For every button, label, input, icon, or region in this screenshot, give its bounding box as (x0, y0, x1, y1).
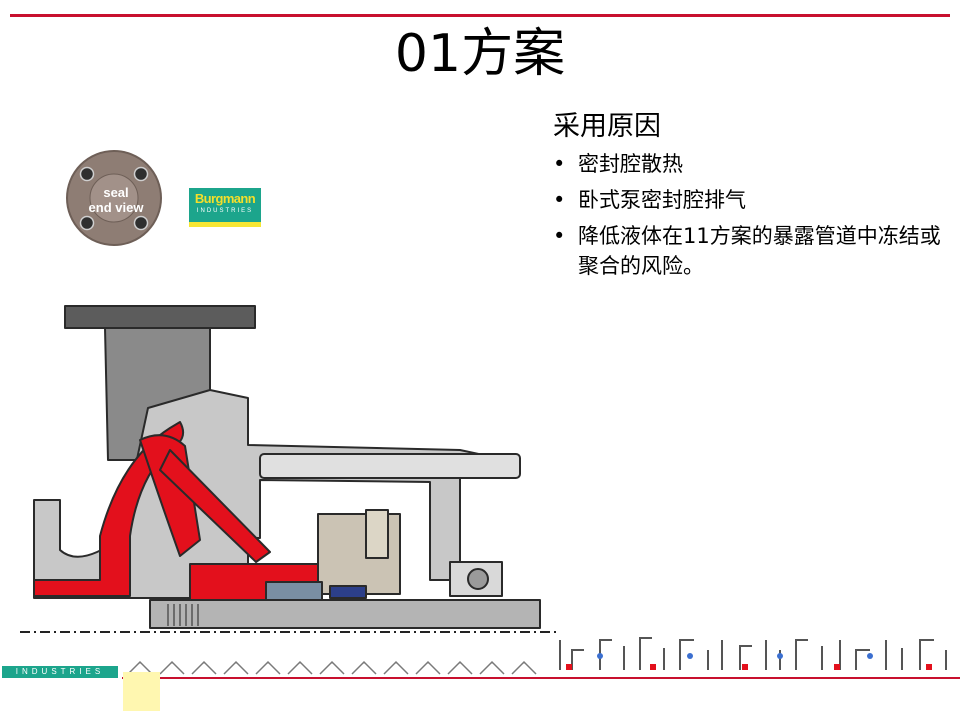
marker (834, 664, 840, 670)
marker (742, 664, 748, 670)
footer-strip (122, 637, 960, 679)
bolt-heads (79, 166, 149, 231)
marker (687, 653, 693, 659)
shaft (149, 599, 541, 629)
bolt-icon (79, 215, 95, 231)
footer-tag-text: INDUSTRIES (15, 667, 105, 676)
piping-plan-icons (559, 637, 947, 670)
impeller-rib (159, 449, 271, 563)
marker (926, 664, 932, 670)
reasons-heading: 采用原因 (553, 111, 661, 142)
reason-item: • 卧式泵密封腔排气 (553, 185, 943, 215)
mini-pump-icons (127, 660, 537, 675)
reason-text: 卧式泵密封腔排气 (578, 188, 746, 212)
pump-seal-diagram (20, 305, 556, 633)
footer-yellow-box (123, 672, 160, 711)
slide-title: 01方案 (394, 24, 566, 84)
badge-line2: end view (89, 200, 145, 215)
seal-end-view-badge: seal end view (66, 150, 162, 246)
marker (597, 653, 603, 659)
shaft-threads (167, 604, 199, 626)
marker (650, 664, 656, 670)
bolt-icon (133, 166, 149, 182)
bracket-arm (259, 453, 521, 479)
logo-brand: Burgmann (194, 191, 256, 206)
discharge-flange (64, 305, 256, 329)
footer-industries-tag: INDUSTRIES (2, 666, 118, 678)
badge-line1: seal (103, 185, 128, 200)
flange-hub (89, 173, 139, 223)
bolt-icon (79, 166, 95, 182)
blue-markers (597, 653, 873, 659)
plan-lines (559, 637, 947, 670)
bullet-icon: • (553, 188, 566, 212)
bearing-ball (467, 568, 489, 590)
gland-bolt (365, 509, 389, 559)
bullet-icon: • (553, 152, 566, 176)
impeller-back (33, 421, 184, 597)
seal-plan-icons (127, 660, 537, 675)
reason-item: • 降低液体在11方案的暴露管道中冻结或聚合的风险。 (553, 221, 943, 281)
marker (566, 664, 572, 670)
rotating-ring (329, 585, 367, 599)
marker (777, 653, 783, 659)
seal-faces (265, 581, 323, 601)
bullet-icon: • (553, 224, 566, 248)
bolt-icon (133, 215, 149, 231)
marker (867, 653, 873, 659)
reasons-panel: 采用原因 • 密封腔散热 • 卧式泵密封腔排气 • 降低液体在11方案的暴露管道中冻结… (553, 104, 943, 287)
red-markers (566, 664, 932, 670)
reasons-list: • 密封腔散热 • 卧式泵密封腔排气 • 降低液体在11方案的暴露管道中冻结或聚合的风… (553, 149, 943, 281)
reason-item: • 密封腔散热 (553, 149, 943, 179)
burgmann-logo: Burgmann INDUSTRIES (189, 188, 261, 227)
reason-text: 降低液体在11方案的暴露管道中冻结或聚合的风险。 (578, 224, 941, 278)
reason-text: 密封腔散热 (578, 152, 683, 176)
logo-sub: INDUSTRIES (196, 208, 254, 214)
top-rule (10, 14, 950, 17)
